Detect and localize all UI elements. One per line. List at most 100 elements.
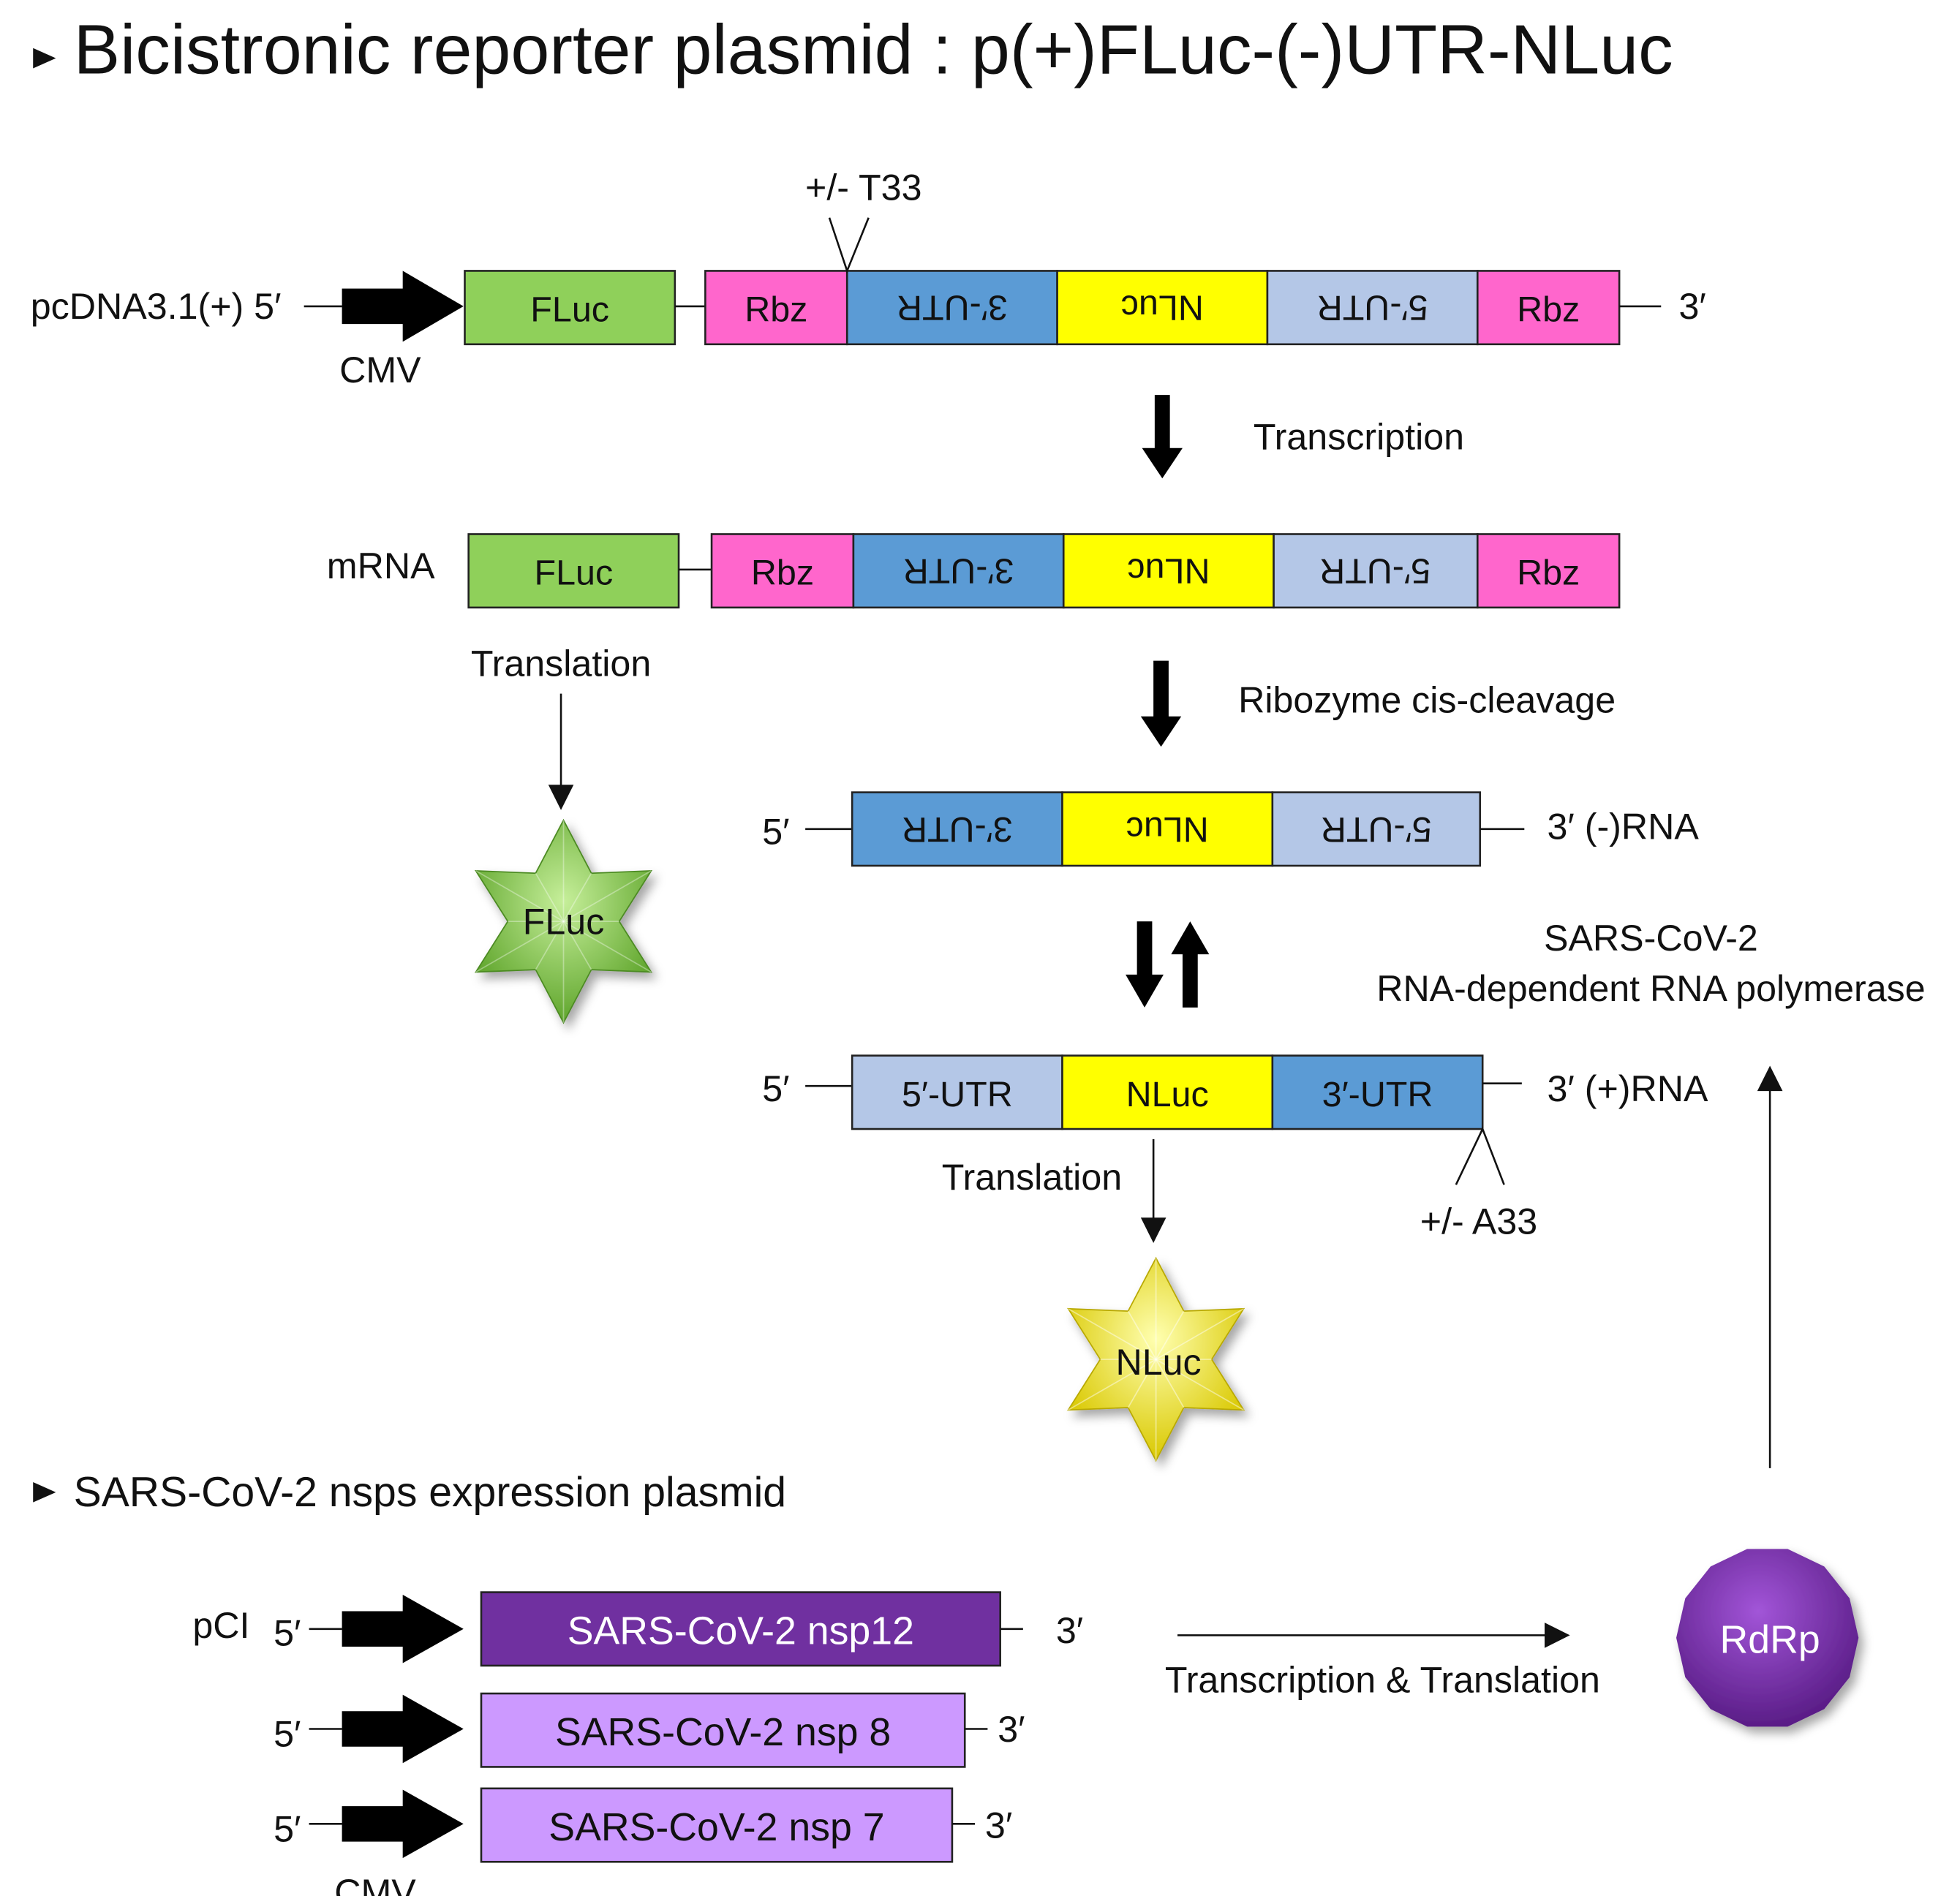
section1-title: Bicistronic reporter plasmid : p(+)FLuc-… bbox=[74, 11, 1673, 88]
mrna-nluc-box bbox=[1062, 533, 1275, 609]
plasmid-rbz1-label: Rbz bbox=[745, 290, 807, 330]
star-facet-line bbox=[1156, 1359, 1244, 1411]
nsp8-3prime-label: 3′ bbox=[998, 1709, 1025, 1750]
bullet-triangle-icon-2 bbox=[33, 1481, 56, 1503]
nluc-product-label: NLuc bbox=[1115, 1342, 1201, 1383]
trans-translation-step: Transcription & Translation bbox=[1165, 1623, 1600, 1700]
rdrp-up-arrowhead-icon bbox=[1757, 1065, 1783, 1092]
down-arrow-icon bbox=[1126, 921, 1164, 1008]
fluc-product-star bbox=[474, 818, 653, 1024]
nsp12-label: SARS-CoV-2 nsp12 bbox=[568, 1609, 914, 1653]
neg-rna-nluc-box bbox=[1061, 791, 1274, 867]
trans-translation-label: Transcription & Translation bbox=[1165, 1659, 1600, 1700]
plasmid-rbz1-box bbox=[704, 270, 848, 346]
nsp12-3prime-label: 3′ bbox=[1056, 1610, 1083, 1651]
negative-rna-construct: 5′ 3′-UTR NLuc 5′-UTR 3′ (-)RNA bbox=[762, 791, 1699, 867]
star-facet-line bbox=[1155, 1359, 1185, 1408]
star-facet-line bbox=[562, 872, 592, 922]
pos-rna-utr5-label: 5′-UTR bbox=[902, 1075, 1013, 1114]
nsp7-promoter-arrow-icon bbox=[342, 1789, 464, 1859]
t33-insertion-marker bbox=[828, 217, 870, 274]
nsp8-5prime-label: 5′ bbox=[274, 1714, 301, 1755]
mrna-utr3-box bbox=[852, 533, 1065, 609]
mrna-fluc-box bbox=[467, 533, 680, 609]
pos-rna-3prime-label: 3′ (+)RNA bbox=[1547, 1068, 1708, 1109]
translation2-arrowhead-icon bbox=[1140, 1217, 1166, 1243]
star-facet-line bbox=[475, 870, 564, 922]
star-facet-line bbox=[1068, 1359, 1157, 1411]
mrna-rbz2-box bbox=[1476, 533, 1621, 609]
rdrp-label: RdRp bbox=[1720, 1618, 1820, 1662]
section2-header: SARS-CoV-2 nsps expression plasmid bbox=[33, 1469, 786, 1516]
star-facet-line bbox=[1127, 1310, 1157, 1360]
trans-translation-arrowhead-icon bbox=[1545, 1623, 1570, 1648]
nsp8-box bbox=[480, 1692, 966, 1768]
pos-rna-utr3-box bbox=[1271, 1054, 1484, 1130]
nsp8-label: SARS-CoV-2 nsp 8 bbox=[555, 1710, 891, 1754]
star-facet-line bbox=[1155, 1310, 1185, 1360]
pos-rna-5prime-label: 5′ bbox=[762, 1068, 789, 1109]
star-facet-line bbox=[1127, 1359, 1157, 1408]
star-facet-line bbox=[535, 921, 565, 970]
star-facet-line bbox=[1068, 1308, 1157, 1360]
plasmid-utr3-label: 3′-UTR bbox=[897, 288, 1008, 328]
neg-rna-utr3-label: 3′-UTR bbox=[902, 809, 1013, 849]
a33-label: +/- A33 bbox=[1420, 1201, 1537, 1242]
rdrp-sphere-icon bbox=[1676, 1549, 1859, 1727]
ribozyme-arrow-icon bbox=[1140, 660, 1182, 747]
section1-header: Bicistronic reporter plasmid : p(+)FLuc-… bbox=[33, 11, 1673, 88]
mrna-rbz1-label: Rbz bbox=[751, 554, 814, 593]
pos-rna-nluc-box bbox=[1061, 1054, 1274, 1130]
translation2-label: Translation bbox=[942, 1157, 1122, 1198]
plasmid-nluc-label: NLuc bbox=[1121, 288, 1204, 328]
nsp7-3prime-label: 3′ bbox=[985, 1805, 1012, 1846]
mrna-utr5-box bbox=[1273, 533, 1479, 609]
plasmid-rbz2-label: Rbz bbox=[1517, 290, 1580, 330]
nsp7-box bbox=[480, 1787, 954, 1863]
nsp12-box bbox=[480, 1591, 1001, 1667]
up-arrow-icon bbox=[1171, 921, 1210, 1008]
section2-title: SARS-CoV-2 nsps expression plasmid bbox=[74, 1469, 786, 1516]
cmv-promoter-arrow-icon bbox=[342, 271, 464, 342]
nluc-translation-step: Translation bbox=[942, 1138, 1166, 1243]
mrna-nluc-label: NLuc bbox=[1127, 551, 1210, 591]
star-facet-line bbox=[563, 870, 652, 922]
neg-rna-utr5-label: 5′-UTR bbox=[1321, 809, 1432, 849]
star-facet-line bbox=[562, 921, 592, 970]
fluc-translation-step: Translation bbox=[471, 643, 651, 810]
ribozyme-label: Ribozyme cis-cleavage bbox=[1238, 680, 1616, 721]
fluc-product-label: FLuc bbox=[523, 901, 605, 942]
mrna-utr5-label: 5′-UTR bbox=[1319, 551, 1431, 591]
mrna-fluc-label: FLuc bbox=[534, 554, 613, 593]
plasmid-vector-label: pcDNA3.1(+) 5′ bbox=[31, 286, 282, 327]
replication-equilibrium bbox=[1126, 921, 1210, 1008]
star-facet-line bbox=[475, 921, 564, 973]
star-facet-line bbox=[1156, 1308, 1244, 1360]
rdrp-to-polymerase-arrow bbox=[1757, 1065, 1783, 1468]
nsp-promoter-label: CMV bbox=[334, 1872, 416, 1896]
neg-rna-3prime-label: 3′ (-)RNA bbox=[1547, 807, 1699, 847]
transcription-step: Transcription bbox=[1142, 395, 1464, 479]
nsp-plasmids: pCI 5′ SARS-CoV-2 nsp12 3′ 5′ SARS-CoV-2… bbox=[192, 1591, 1083, 1896]
mrna-rbz2-label: Rbz bbox=[1517, 554, 1580, 593]
pos-rna-utr3-label: 3′-UTR bbox=[1322, 1075, 1433, 1114]
plasmid-construct: pcDNA3.1(+) 5′ CMV FLuc Rbz 3′-UTR NLuc … bbox=[31, 167, 1706, 390]
translation1-arrowhead-icon bbox=[548, 785, 574, 810]
polymerase-line1: SARS-CoV-2 bbox=[1544, 918, 1758, 959]
polymerase-line2: RNA-dependent RNA polymerase bbox=[1376, 968, 1925, 1009]
neg-rna-utr3-box bbox=[851, 791, 1063, 867]
polymerase-caption: SARS-CoV-2 RNA-dependent RNA polymerase bbox=[1376, 918, 1925, 1009]
plasmid-utr5-label: 5′-UTR bbox=[1317, 288, 1428, 328]
plasmid-promoter-label: CMV bbox=[339, 350, 421, 390]
transcription-arrow-icon bbox=[1142, 395, 1183, 479]
plasmid-3prime-label: 3′ bbox=[1678, 286, 1705, 327]
t33-label: +/- T33 bbox=[805, 167, 921, 208]
plasmid-utr3-box bbox=[845, 270, 1058, 346]
ribozyme-step: Ribozyme cis-cleavage bbox=[1140, 660, 1616, 747]
plasmid-fluc-box bbox=[464, 270, 676, 346]
plasmid-rbz2-box bbox=[1476, 270, 1621, 346]
nsp12-5prime-label: 5′ bbox=[274, 1612, 301, 1653]
nsp7-label: SARS-CoV-2 nsp 7 bbox=[549, 1805, 884, 1849]
pos-rna-nluc-label: NLuc bbox=[1126, 1075, 1209, 1114]
